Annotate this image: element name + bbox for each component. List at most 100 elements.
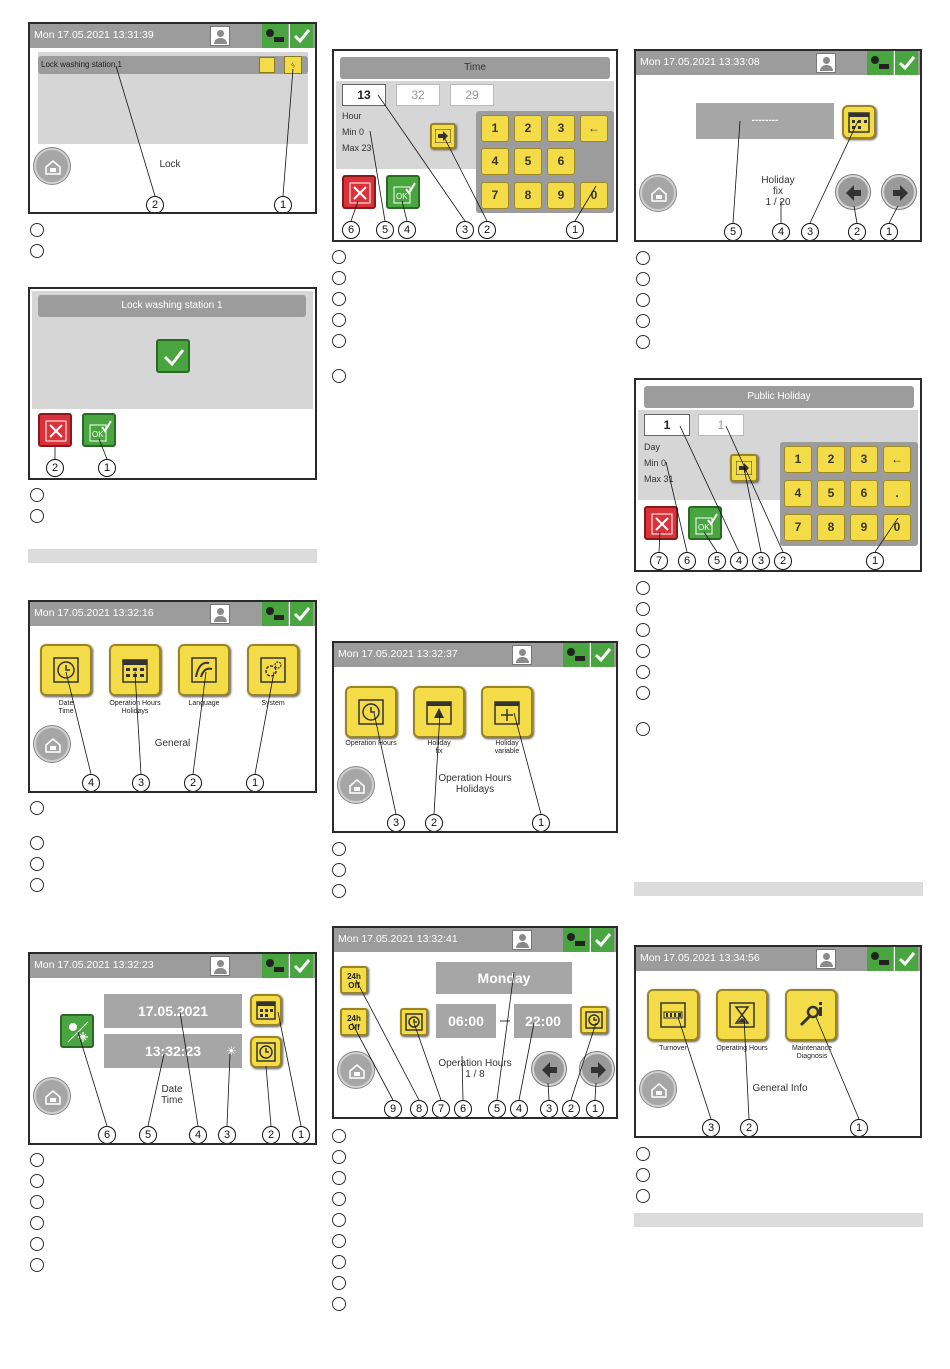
confirm-check-icon[interactable] (894, 51, 918, 75)
lock-status-icon[interactable] (262, 954, 288, 978)
next-button[interactable] (580, 1052, 614, 1086)
key-2[interactable]: 2 (817, 446, 845, 473)
key-3[interactable]: 3 (850, 446, 878, 473)
ok-button[interactable]: OK (386, 175, 420, 209)
summer-winter-time-button[interactable] (60, 1014, 94, 1048)
cancel-button[interactable] (644, 506, 678, 540)
lock-status-icon[interactable] (262, 602, 288, 626)
language-button[interactable] (178, 644, 230, 696)
holiday-fix-button[interactable] (413, 686, 465, 738)
lock-status-icon[interactable] (563, 928, 589, 952)
user-icon[interactable] (210, 26, 230, 46)
key-8[interactable]: 8 (514, 182, 542, 209)
clock-button[interactable] (250, 1036, 282, 1068)
date-time-button[interactable] (40, 644, 92, 696)
confirm-check-icon[interactable] (289, 24, 313, 48)
previous-button[interactable] (836, 175, 870, 209)
home-icon[interactable] (338, 1052, 374, 1088)
user-icon[interactable] (512, 930, 532, 950)
next-field-button[interactable] (430, 123, 456, 149)
legend-bullet (30, 509, 44, 523)
confirm-check-icon[interactable] (289, 602, 313, 626)
operation-hours-button[interactable] (345, 686, 397, 738)
key-9[interactable]: 9 (850, 514, 878, 541)
user-icon[interactable] (210, 956, 230, 976)
lock-checkbox[interactable] (259, 57, 275, 73)
lock-status-icon[interactable] (867, 51, 893, 75)
key-backspace[interactable]: ← (883, 446, 911, 473)
ok-button[interactable]: OK (688, 506, 722, 540)
ok-button[interactable]: OK (82, 413, 116, 447)
key-6[interactable]: 6 (547, 148, 575, 175)
system-button[interactable] (247, 644, 299, 696)
key-5[interactable]: 5 (817, 480, 845, 507)
screen-caption: Operation Hours 1 / 8 (438, 1058, 512, 1080)
lock-item-bar[interactable]: Lock washing station 1 (38, 56, 308, 74)
holiday-date-field[interactable]: -------- (696, 103, 834, 139)
weekday-field[interactable]: Monday (436, 962, 572, 994)
24h-off-bottom-button[interactable]: 24h Off (340, 1008, 368, 1036)
key-5[interactable]: 5 (514, 148, 542, 175)
home-icon[interactable] (34, 148, 70, 184)
lock-status-icon[interactable] (262, 24, 288, 48)
calendar-button[interactable] (842, 105, 876, 139)
second-field[interactable]: 29 (450, 84, 494, 106)
key-7[interactable]: 7 (481, 182, 509, 209)
public-holiday-entry-screen: Public Holiday 1 1 Day Min 0 Max 31 1 2 … (634, 378, 922, 572)
key-backspace[interactable]: ← (580, 115, 608, 142)
start-clock-button[interactable] (400, 1008, 428, 1036)
time-field[interactable]: 13:32:23 (104, 1034, 242, 1068)
minute-field[interactable]: 32 (396, 84, 440, 106)
key-dot[interactable]: . (883, 480, 911, 507)
start-time-field[interactable]: 06:00 (436, 1004, 496, 1038)
key-3[interactable]: 3 (547, 115, 575, 142)
maintenance-diagnosis-button[interactable] (785, 989, 837, 1041)
date-field[interactable]: 17.05.2021 (104, 994, 242, 1028)
24h-off-top-button[interactable]: 24h Off (340, 966, 368, 994)
next-field-button[interactable] (730, 454, 758, 482)
home-icon[interactable] (640, 175, 676, 211)
day-field[interactable]: 1 (644, 414, 690, 436)
key-7[interactable]: 7 (784, 514, 812, 541)
home-icon[interactable] (640, 1071, 676, 1107)
key-1[interactable]: 1 (481, 115, 509, 142)
hour-field[interactable]: 13 (342, 84, 386, 106)
end-time-field[interactable]: 22:00 (514, 1004, 572, 1038)
confirm-check-icon[interactable] (590, 643, 614, 667)
callout-2: 2 (425, 814, 443, 831)
home-icon[interactable] (34, 726, 70, 762)
user-icon[interactable] (816, 53, 836, 73)
end-clock-button[interactable] (580, 1006, 608, 1034)
operating-hours-button[interactable] (716, 989, 768, 1041)
user-icon[interactable] (816, 949, 836, 969)
key-4[interactable]: 4 (784, 480, 812, 507)
lock-status-icon[interactable] (563, 643, 589, 667)
legend-bullet (332, 1255, 346, 1269)
user-icon[interactable] (512, 645, 532, 665)
confirm-check-icon[interactable] (590, 928, 614, 952)
key-9[interactable]: 9 (547, 182, 575, 209)
cancel-button[interactable] (38, 413, 72, 447)
home-icon[interactable] (34, 1078, 70, 1114)
key-6[interactable]: 6 (850, 480, 878, 507)
key-0[interactable]: 0 (883, 514, 911, 541)
key-2[interactable]: 2 (514, 115, 542, 142)
cancel-button[interactable] (342, 175, 376, 209)
user-icon[interactable] (210, 604, 230, 624)
lock-status-icon[interactable] (867, 947, 893, 971)
lock-toggle-icon[interactable]: ᛃ (284, 56, 302, 74)
operation-hours-holidays-button[interactable] (109, 644, 161, 696)
next-button[interactable] (882, 175, 916, 209)
month-field[interactable]: 1 (698, 414, 744, 436)
key-0[interactable]: 0 (580, 182, 608, 209)
holiday-variable-button[interactable] (481, 686, 533, 738)
confirm-check-icon[interactable] (894, 947, 918, 971)
turnover-button[interactable] (647, 989, 699, 1041)
previous-button[interactable] (532, 1052, 566, 1086)
confirm-check-icon[interactable] (289, 954, 313, 978)
home-icon[interactable] (338, 767, 374, 803)
key-8[interactable]: 8 (817, 514, 845, 541)
key-4[interactable]: 4 (481, 148, 509, 175)
key-1[interactable]: 1 (784, 446, 812, 473)
calendar-button[interactable] (250, 994, 282, 1026)
